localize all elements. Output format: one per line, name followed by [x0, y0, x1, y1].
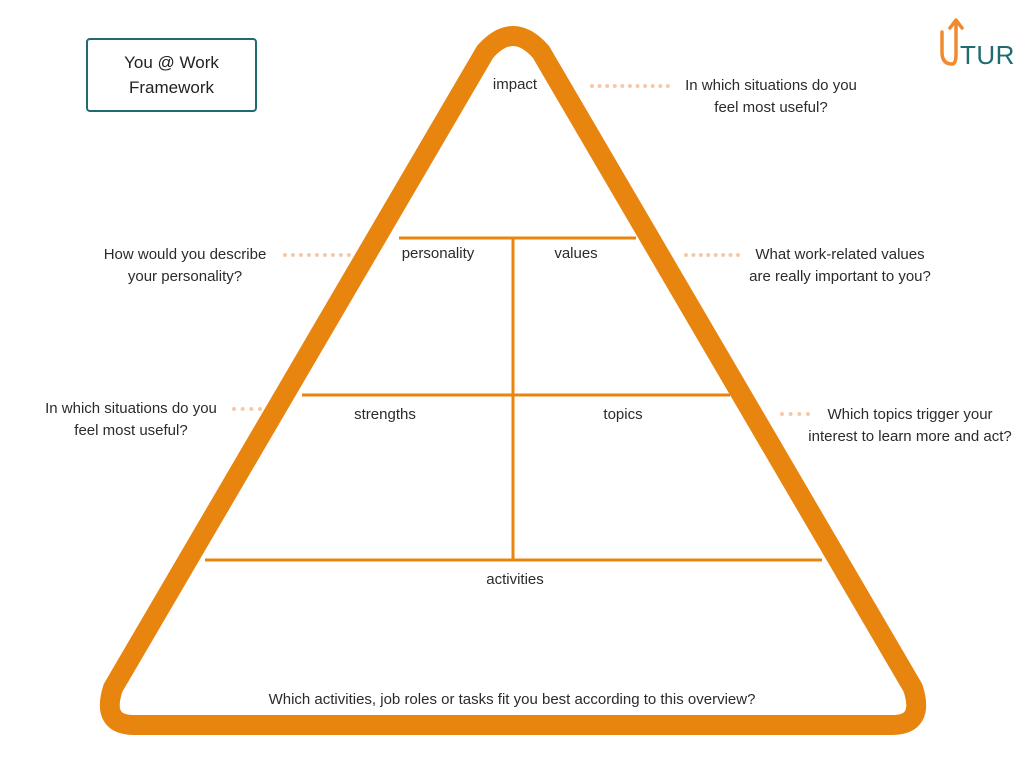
topics-connector — [780, 412, 810, 416]
section-topics: topics — [603, 406, 643, 423]
question-topics-line1: Which topics trigger your — [827, 406, 993, 423]
section-strengths: strengths — [354, 406, 416, 423]
section-personality: personality — [401, 245, 475, 262]
question-impact-line1: In which situations do you — [685, 77, 857, 94]
uturn-logo-icon: TURN — [940, 18, 1024, 70]
question-impact: In which situations do you feel most use… — [676, 75, 866, 119]
question-values-line1: What work-related values — [755, 246, 925, 263]
question-personality: How would you describe your personality? — [95, 244, 275, 288]
question-strengths-line1: In which situations do you — [45, 400, 217, 417]
question-values-line2: are really important to you? — [749, 268, 931, 285]
question-topics-line2: interest to learn more and act? — [808, 428, 1012, 445]
uturn-logo: TURN — [936, 14, 1024, 70]
section-values: values — [554, 245, 598, 262]
personality-connector — [283, 253, 351, 257]
question-strengths: In which situations do you feel most use… — [36, 398, 226, 442]
framework-title-box: You @ Work Framework — [86, 38, 257, 112]
question-personality-line2: your personality? — [127, 268, 243, 285]
framework-title-line2: Framework — [128, 78, 214, 97]
section-activities: activities — [486, 571, 544, 588]
question-impact-line2: feel most useful? — [714, 99, 828, 116]
framework-title-line1: You @ Work — [124, 53, 219, 72]
question-activities: Which activities, job roles or tasks fit… — [268, 691, 756, 708]
logo-text: TURN — [960, 40, 1016, 70]
pyramid-outline — [99, 26, 927, 735]
question-strengths-line2: feel most useful? — [74, 422, 188, 439]
strengths-connector — [232, 407, 262, 411]
question-topics: Which topics trigger your interest to le… — [800, 404, 1020, 448]
impact-connector — [590, 84, 670, 88]
question-values: What work-related values are really impo… — [740, 244, 940, 288]
question-personality-line1: How would you describe — [103, 246, 267, 263]
values-connector — [684, 253, 740, 257]
section-impact: impact — [492, 76, 538, 93]
